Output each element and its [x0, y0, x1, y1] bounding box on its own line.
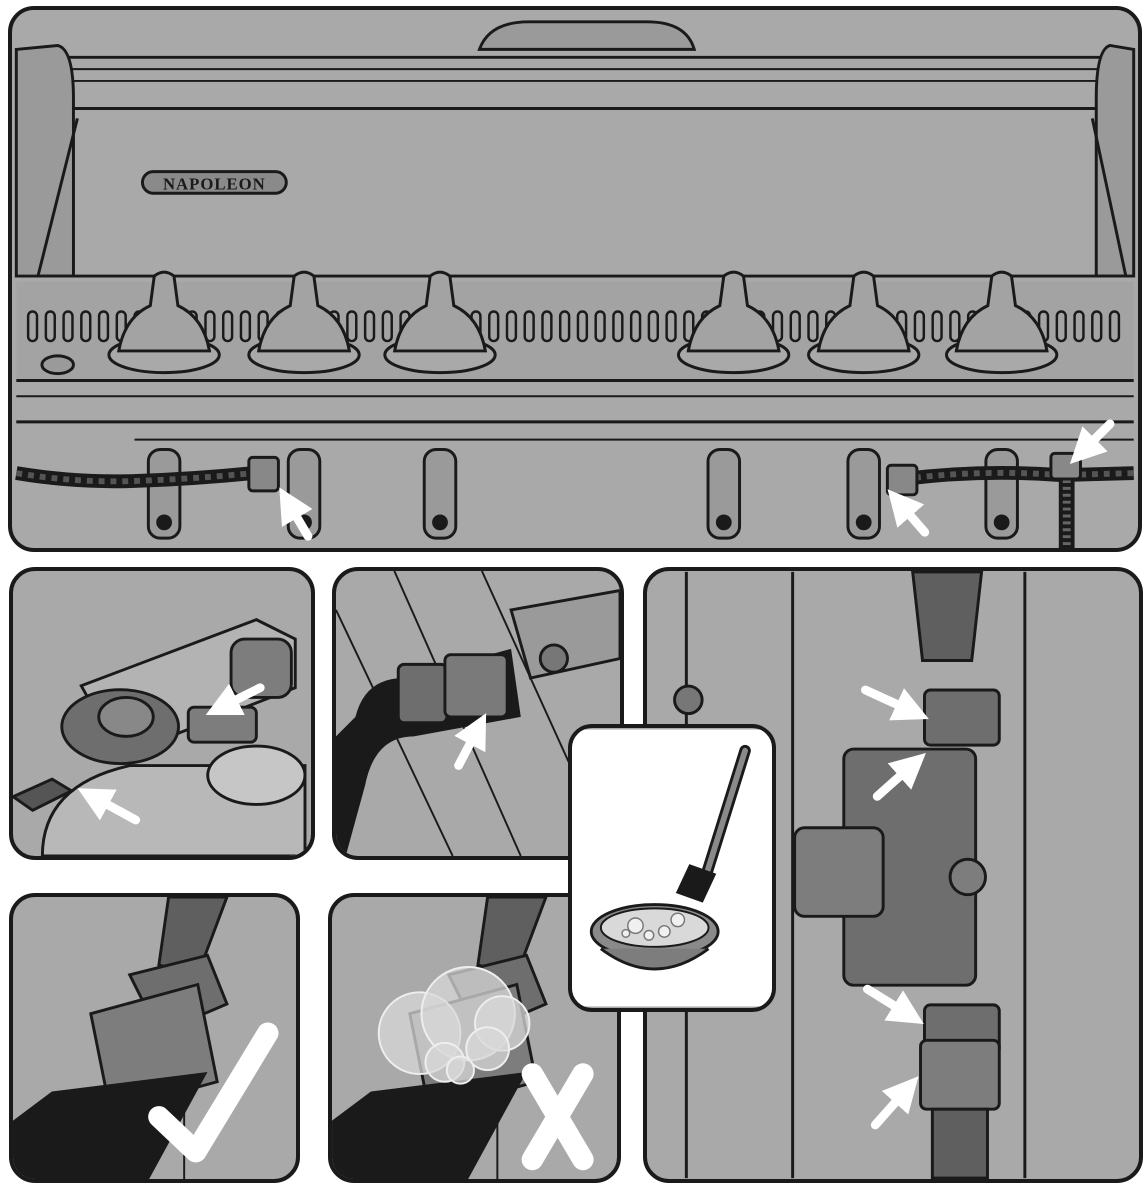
- regulator-illustration: [13, 571, 311, 856]
- fitting-no-leak-illustration: [13, 897, 296, 1179]
- brush-and-bowl-icon: [572, 728, 772, 1008]
- arrow-valve-fitting: [459, 729, 478, 766]
- burner-valve: [708, 449, 740, 538]
- napoleon-logo: NAPOLEON: [142, 172, 286, 194]
- logo-text: NAPOLEON: [163, 174, 266, 193]
- burner-valve: [424, 449, 456, 538]
- x-mark-icon: [532, 1074, 583, 1160]
- grill-front-illustration: NAPOLEON: [12, 10, 1138, 548]
- burner-valve: [848, 449, 880, 538]
- soap-solution-inset: [568, 724, 776, 1012]
- arrow-upper-nut-1: [865, 690, 912, 712]
- check-point-arrows: [459, 729, 478, 766]
- arrow-lower-nut-1: [867, 989, 908, 1015]
- arrow-lower-nut-2: [875, 1090, 906, 1125]
- leak-test-pass-panel: [9, 893, 300, 1183]
- burner-valve: [148, 449, 180, 538]
- grill-front-panel: NAPOLEON: [8, 6, 1142, 552]
- burner-valve: [986, 449, 1018, 538]
- regulator-connection-panel: [9, 567, 315, 860]
